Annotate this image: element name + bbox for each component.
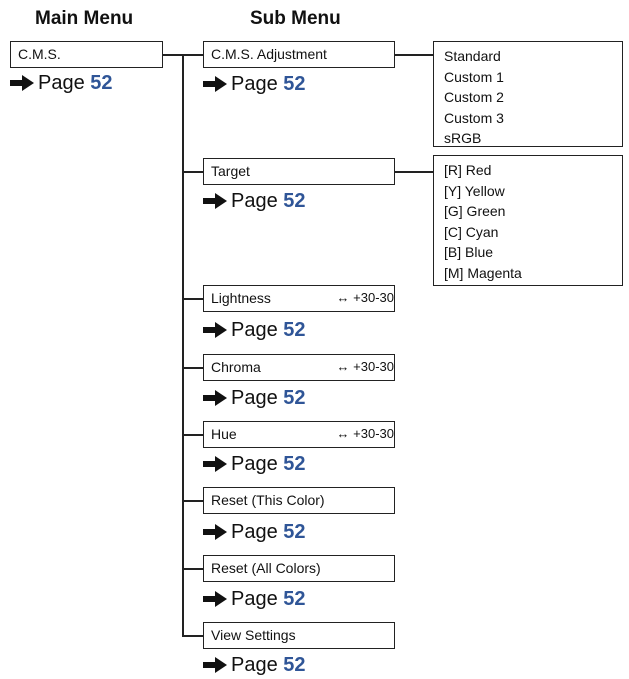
sub-menu-item-label: Lightness [211, 290, 271, 306]
sub-menu-item-target[interactable]: Target [203, 158, 395, 185]
connector-branch [182, 500, 203, 502]
page-ref: Page 52 [10, 71, 113, 95]
page-number: 52 [283, 654, 306, 676]
page-number: 52 [283, 387, 306, 409]
sub-menu-item-cms-adjustment[interactable]: C.M.S. Adjustment [203, 41, 395, 68]
right-arrow-icon [203, 193, 227, 209]
connector-trunk [182, 54, 184, 636]
page-ref: Page 52 [203, 520, 306, 544]
right-arrow-icon [203, 390, 227, 406]
option-item[interactable]: sRGB [444, 130, 482, 146]
connector-branch [182, 635, 203, 637]
cms-adjustment-options: Standard Custom 1 Custom 2 Custom 3 sRGB [433, 41, 623, 147]
sub-menu-header: Sub Menu [250, 8, 341, 29]
sub-menu-item-reset-all-colors[interactable]: Reset (All Colors) [203, 555, 395, 582]
option-item[interactable]: [Y] Yellow [444, 182, 505, 199]
main-menu-header: Main Menu [35, 8, 134, 29]
adjust-range: ↔ +30-30 [336, 426, 394, 441]
sub-menu-item-lightness[interactable]: Lightness ↔ +30-30 [203, 285, 395, 312]
option-item[interactable]: Custom 1 [444, 68, 504, 85]
page-ref: Page 52 [203, 189, 306, 213]
page-number: 52 [90, 72, 113, 94]
option-item[interactable]: [C] Cyan [444, 223, 499, 240]
right-arrow-icon [203, 524, 227, 540]
page-number: 52 [283, 521, 306, 543]
right-arrow-icon [203, 76, 227, 92]
right-arrow-icon [10, 75, 34, 91]
page-ref: Page 52 [203, 318, 306, 342]
sub-menu-item-view-settings[interactable]: View Settings [203, 622, 395, 649]
sub-menu-item-label: Hue [211, 426, 237, 442]
connector-branch [182, 434, 203, 436]
right-arrow-icon [203, 322, 227, 338]
option-item[interactable]: [G] Green [444, 203, 506, 219]
sub-menu-item-chroma[interactable]: Chroma ↔ +30-30 [203, 354, 395, 381]
page-ref: Page 52 [203, 587, 306, 611]
page-number: 52 [283, 588, 306, 610]
page-ref: Page 52 [203, 386, 306, 410]
connector-branch [182, 568, 203, 570]
sub-menu-item-label: Reset (This Color) [211, 492, 325, 508]
option-item[interactable]: Custom 3 [444, 109, 504, 126]
option-item[interactable]: Custom 2 [444, 89, 504, 105]
adjust-range: ↔ +30-30 [336, 290, 394, 305]
main-menu-item-cms[interactable]: C.M.S. [10, 41, 163, 68]
page-ref: Page 52 [203, 452, 306, 476]
connector-cms-options [395, 54, 433, 56]
sub-menu-item-label: C.M.S. Adjustment [211, 46, 327, 62]
connector-branch [182, 298, 203, 300]
option-item[interactable]: [M] Magenta [444, 264, 522, 281]
sub-menu-item-reset-this-color[interactable]: Reset (This Color) [203, 487, 395, 514]
sub-menu-item-label: Reset (All Colors) [211, 560, 321, 576]
page-ref: Page 52 [203, 653, 306, 677]
page-number: 52 [283, 319, 306, 341]
connector-branch [182, 171, 203, 173]
connector-target-options [395, 171, 433, 173]
sub-menu-item-label: Target [211, 163, 250, 179]
target-options: [R] Red [Y] Yellow [G] Green [C] Cyan [B… [433, 155, 623, 286]
page-number: 52 [283, 73, 306, 95]
sub-menu-item-label: Chroma [211, 359, 261, 375]
right-arrow-icon [203, 657, 227, 673]
adjust-range: ↔ +30-30 [336, 359, 394, 374]
option-item[interactable]: Standard [444, 48, 501, 64]
right-arrow-icon [203, 591, 227, 607]
connector-branch [182, 367, 203, 369]
option-item[interactable]: [R] Red [444, 162, 492, 178]
right-arrow-icon [203, 456, 227, 472]
page-number: 52 [283, 190, 306, 212]
page-ref: Page 52 [203, 72, 306, 96]
sub-menu-item-label: View Settings [211, 627, 296, 643]
page-number: 52 [283, 453, 306, 475]
sub-menu-item-hue[interactable]: Hue ↔ +30-30 [203, 421, 395, 448]
option-item[interactable]: [B] Blue [444, 244, 494, 260]
main-menu-item-label: C.M.S. [18, 46, 61, 62]
